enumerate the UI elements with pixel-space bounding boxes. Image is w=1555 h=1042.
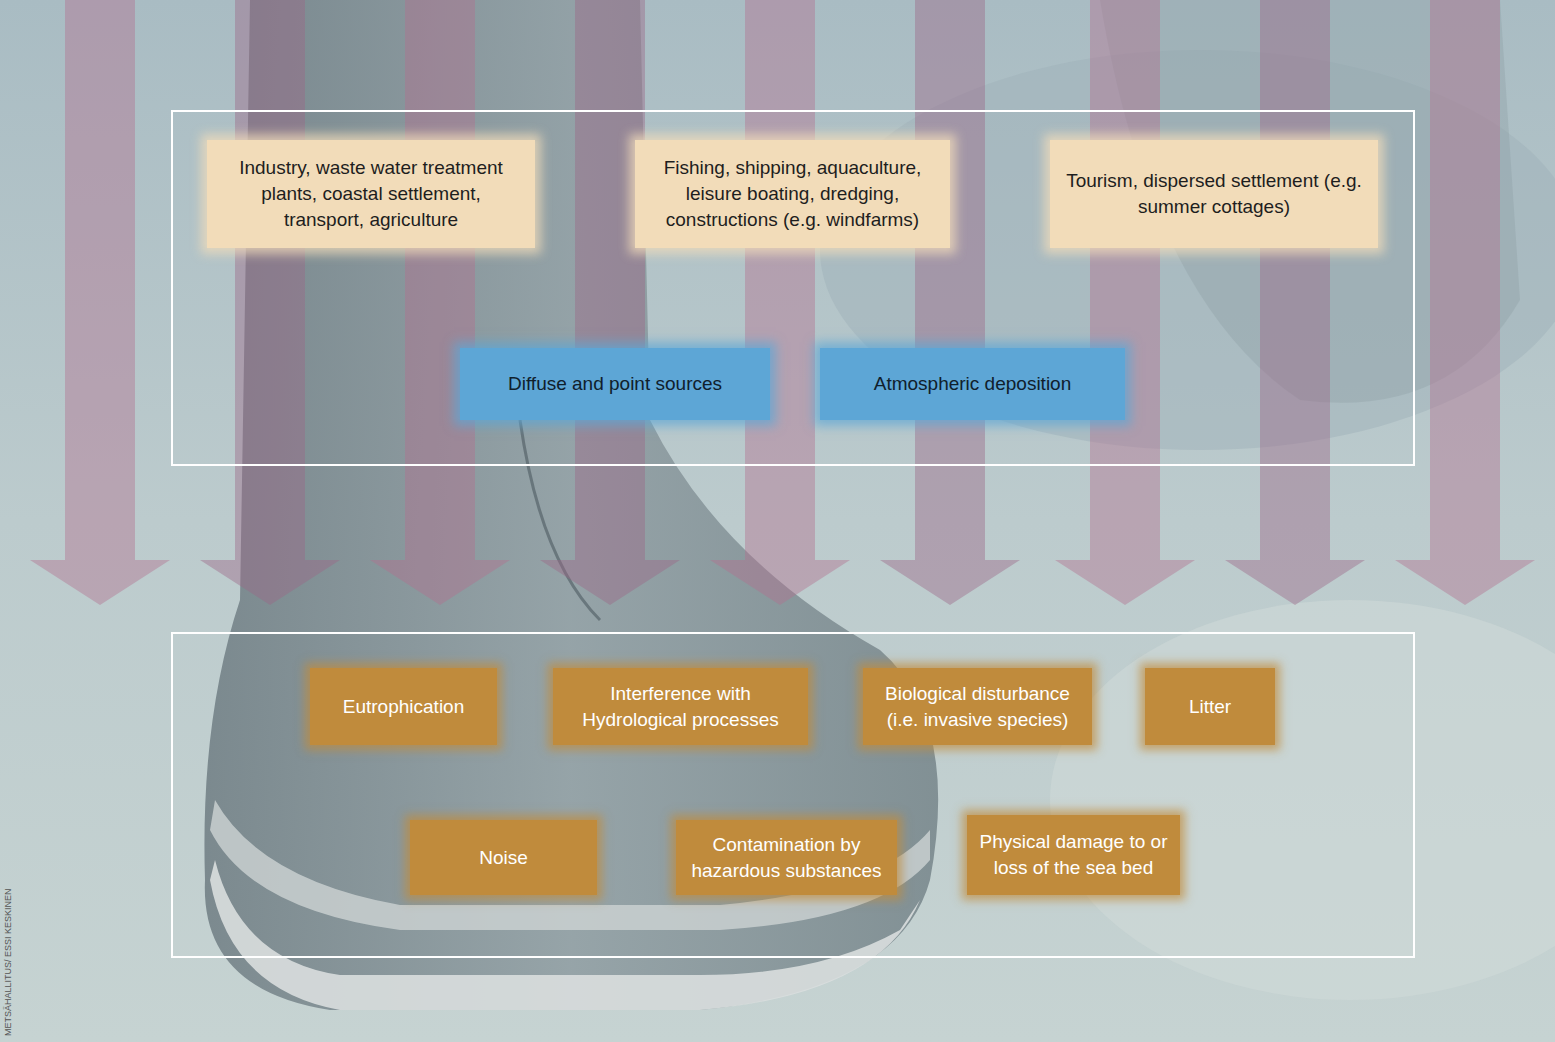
- pressure-box: Interference with Hydrological processes: [553, 668, 808, 745]
- pathway-box: Atmospheric deposition: [820, 348, 1125, 420]
- box-text: Contamination by hazardous substances: [688, 832, 885, 884]
- pressure-box: Contamination by hazardous substances: [676, 820, 897, 895]
- box-text: Physical damage to or loss of the sea be…: [979, 829, 1168, 881]
- pressure-box: Litter: [1145, 668, 1275, 745]
- box-text: Fishing, shipping, aquaculture, leisure …: [647, 155, 938, 233]
- box-text: Noise: [479, 845, 528, 871]
- source-box: Tourism, dispersed settlement (e.g. summ…: [1050, 140, 1378, 248]
- source-box: Fishing, shipping, aquaculture, leisure …: [635, 140, 950, 248]
- pressure-box: Physical damage to or loss of the sea be…: [967, 815, 1180, 895]
- pathway-box: Diffuse and point sources: [460, 348, 770, 420]
- box-text: Atmospheric deposition: [874, 371, 1072, 397]
- pressure-box: Noise: [410, 820, 597, 895]
- photo-credit: METSÄHALLITUS/ ESSI KESKINEN: [3, 888, 13, 1036]
- box-text: Litter: [1189, 694, 1231, 720]
- pressure-box: Biological disturbance (i.e. invasive sp…: [863, 668, 1092, 745]
- box-text: Diffuse and point sources: [508, 371, 722, 397]
- box-text: Interference with Hydrological processes: [565, 681, 796, 733]
- box-text: Tourism, dispersed settlement (e.g. summ…: [1062, 168, 1366, 220]
- box-text: Industry, waste water treatment plants, …: [219, 155, 523, 233]
- source-box: Industry, waste water treatment plants, …: [207, 140, 535, 248]
- box-text: Eutrophication: [343, 694, 464, 720]
- box-text: Biological disturbance (i.e. invasive sp…: [875, 681, 1080, 733]
- pressure-box: Eutrophication: [310, 668, 497, 745]
